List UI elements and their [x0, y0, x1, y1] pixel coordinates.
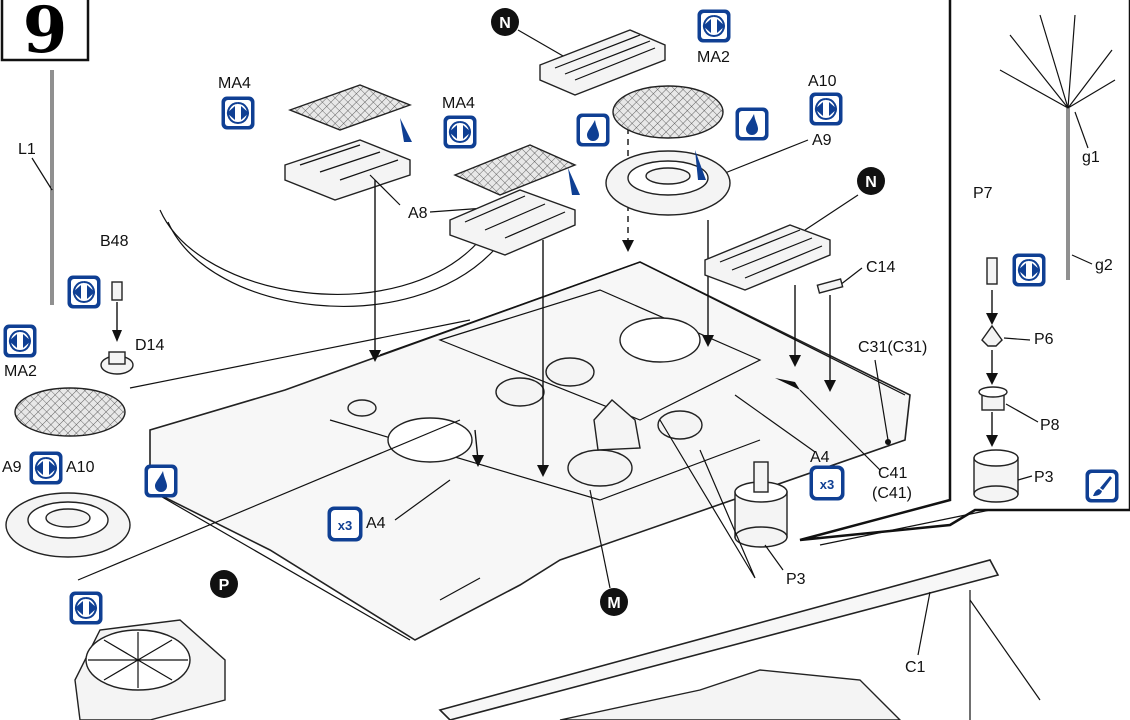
rotate-icon	[29, 451, 63, 485]
rotate-icon	[809, 92, 843, 126]
rotate-icon	[697, 9, 731, 43]
label-c14: C14	[866, 259, 895, 276]
label-d14: D14	[135, 337, 164, 354]
marker-p: P	[219, 577, 230, 594]
label-l1: L1	[18, 141, 36, 158]
part-c14: C14	[816, 259, 895, 392]
glue-icon	[735, 107, 769, 141]
rotate-icon	[67, 275, 101, 309]
part-c1: C1	[905, 591, 931, 676]
label-c31: C31(C31)	[858, 339, 927, 356]
antenna-g1: g1 g2	[999, 14, 1116, 280]
rotate-icon	[3, 324, 37, 358]
grille-middle: MA4	[442, 95, 610, 477]
marker-m: M	[607, 595, 620, 612]
track-guard-c1	[438, 559, 1041, 720]
parts-c31-c41: C31(C31) C41 (C41) A4 x3	[734, 339, 927, 502]
label-g2: g2	[1095, 257, 1113, 274]
glue-icon	[144, 464, 178, 498]
inset-panel: g1 g2 P7 P6 P8 P3	[799, 0, 1130, 546]
subassembly-m: M	[589, 489, 628, 616]
curved-rail	[159, 209, 495, 307]
grille-left: MA4 A8	[218, 75, 486, 362]
label-a10-top: A10	[808, 73, 837, 90]
marker-n-top: N	[499, 15, 511, 32]
engine-deck-plate	[149, 261, 911, 641]
label-a10-left: A10	[66, 459, 95, 476]
label-ma2-left: MA2	[4, 363, 37, 380]
label-c41-paren: (C41)	[872, 485, 912, 502]
label-ma4-left: MA4	[218, 75, 251, 92]
label-ma4-mid: MA4	[442, 95, 475, 112]
label-b48: B48	[100, 233, 129, 250]
x3-icon: x3	[809, 465, 845, 501]
label-p6: P6	[1034, 331, 1054, 348]
label-a4-left: A4	[366, 515, 386, 532]
rotate-icon	[221, 96, 255, 130]
rotate-icon	[1012, 253, 1046, 287]
marker-n-right: N	[865, 174, 877, 191]
label-c41: C41	[878, 465, 907, 482]
top-fan-assembly: MA2 A10 A9	[605, 9, 843, 347]
label-p8: P8	[1040, 417, 1060, 434]
svg-text:x3: x3	[338, 518, 352, 533]
label-a4-right: A4	[810, 449, 830, 466]
antenna-l1: L1	[18, 70, 54, 305]
step-number-box: 9	[0, 0, 90, 68]
label-a9-top: A9	[812, 132, 832, 149]
label-a9-left: A9	[2, 459, 22, 476]
subassembly-p: P	[69, 570, 238, 720]
part-p3-mid: P3	[659, 419, 806, 588]
label-c1: C1	[905, 659, 926, 676]
label-p3-inset: P3	[1034, 469, 1054, 486]
svg-text:x3: x3	[820, 477, 834, 492]
part-a4-left: x3 A4	[327, 429, 484, 542]
label-p7: P7	[973, 185, 993, 202]
rotate-icon	[443, 115, 477, 149]
label-g1: g1	[1082, 149, 1100, 166]
step-number: 9	[23, 0, 68, 68]
glue-icon	[576, 113, 610, 147]
part-b48-d14: B48 D14	[100, 233, 471, 389]
label-p3-mid: P3	[786, 571, 806, 588]
paint-icon	[1085, 469, 1119, 503]
left-fan-assembly: MA2 A9 A10	[2, 324, 461, 581]
rotate-icon	[69, 591, 103, 625]
x3-icon: x3	[327, 506, 363, 542]
label-a8: A8	[408, 205, 428, 222]
subassembly-n-right: N	[704, 167, 885, 367]
label-ma2-top: MA2	[697, 49, 730, 66]
